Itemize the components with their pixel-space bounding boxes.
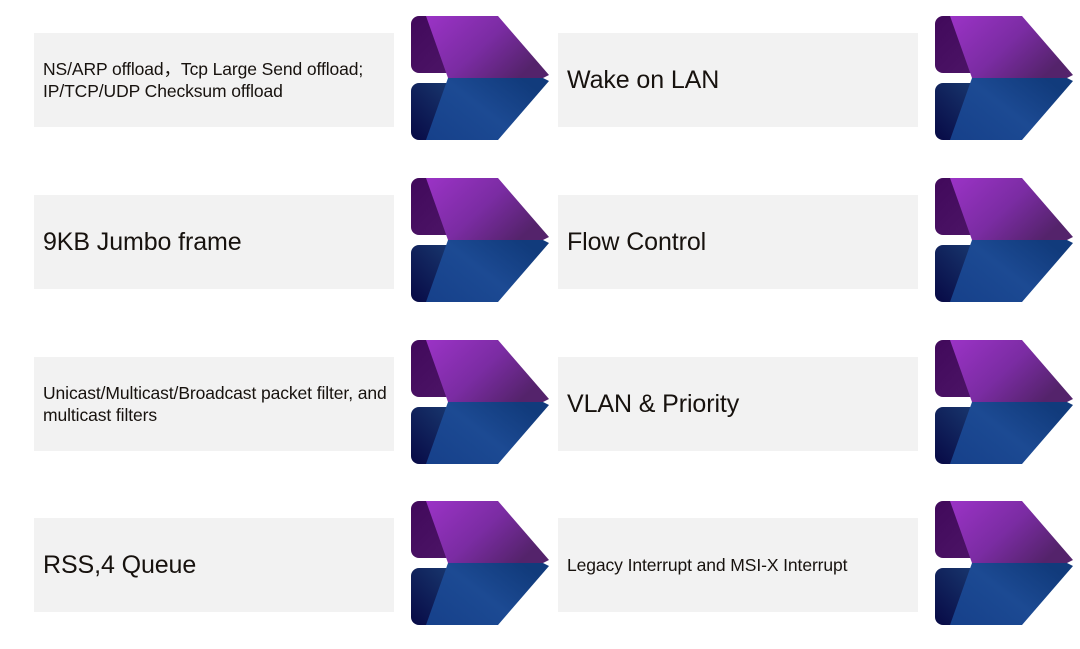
chevron-arrow-3d-icon bbox=[411, 340, 549, 464]
chevron-arrow-3d-icon bbox=[935, 340, 1073, 464]
chevron-arrow-3d-icon bbox=[935, 501, 1073, 625]
callout-jumbo-frame[interactable]: 9KB Jumbo frame bbox=[34, 170, 549, 310]
callout-ns-arp-offload[interactable]: NS/ARP offload，Tcp Large Send offload; I… bbox=[34, 8, 549, 148]
callout-label: Wake on LAN bbox=[567, 66, 720, 94]
callout-panel: VLAN & Priority bbox=[558, 357, 918, 451]
callout-label: Flow Control bbox=[567, 228, 707, 256]
callout-panel: RSS,4 Queue bbox=[34, 518, 394, 612]
callout-label: Unicast/Multicast/Broadcast packet filte… bbox=[43, 382, 387, 425]
chevron-arrow-3d-icon bbox=[411, 178, 549, 302]
callout-legacy-msix-interrupt[interactable]: Legacy Interrupt and MSI-X Interrupt bbox=[558, 493, 1073, 633]
callout-label: NS/ARP offload，Tcp Large Send offload; I… bbox=[43, 58, 364, 101]
callout-wake-on-lan[interactable]: Wake on LAN bbox=[558, 8, 1073, 148]
chevron-arrow-3d-icon bbox=[411, 16, 549, 140]
callout-vlan-priority[interactable]: VLAN & Priority bbox=[558, 332, 1073, 472]
callout-flow-control[interactable]: Flow Control bbox=[558, 170, 1073, 310]
chevron-arrow-3d-icon bbox=[411, 501, 549, 625]
callout-label: VLAN & Priority bbox=[567, 390, 740, 418]
callout-label: RSS,4 Queue bbox=[43, 551, 197, 579]
callout-panel: Unicast/Multicast/Broadcast packet filte… bbox=[34, 357, 394, 451]
callout-panel: Legacy Interrupt and MSI-X Interrupt bbox=[558, 518, 918, 612]
callout-panel: Wake on LAN bbox=[558, 33, 918, 127]
callout-packet-filters[interactable]: Unicast/Multicast/Broadcast packet filte… bbox=[34, 332, 549, 472]
chevron-arrow-3d-icon bbox=[935, 178, 1073, 302]
callout-panel: 9KB Jumbo frame bbox=[34, 195, 394, 289]
callout-panel: Flow Control bbox=[558, 195, 918, 289]
chevron-arrow-3d-icon bbox=[935, 16, 1073, 140]
callout-label: Legacy Interrupt and MSI-X Interrupt bbox=[567, 554, 848, 575]
callout-rss-4-queue[interactable]: RSS,4 Queue bbox=[34, 493, 549, 633]
callout-panel: NS/ARP offload，Tcp Large Send offload; I… bbox=[34, 33, 394, 127]
callout-label: 9KB Jumbo frame bbox=[43, 228, 242, 256]
